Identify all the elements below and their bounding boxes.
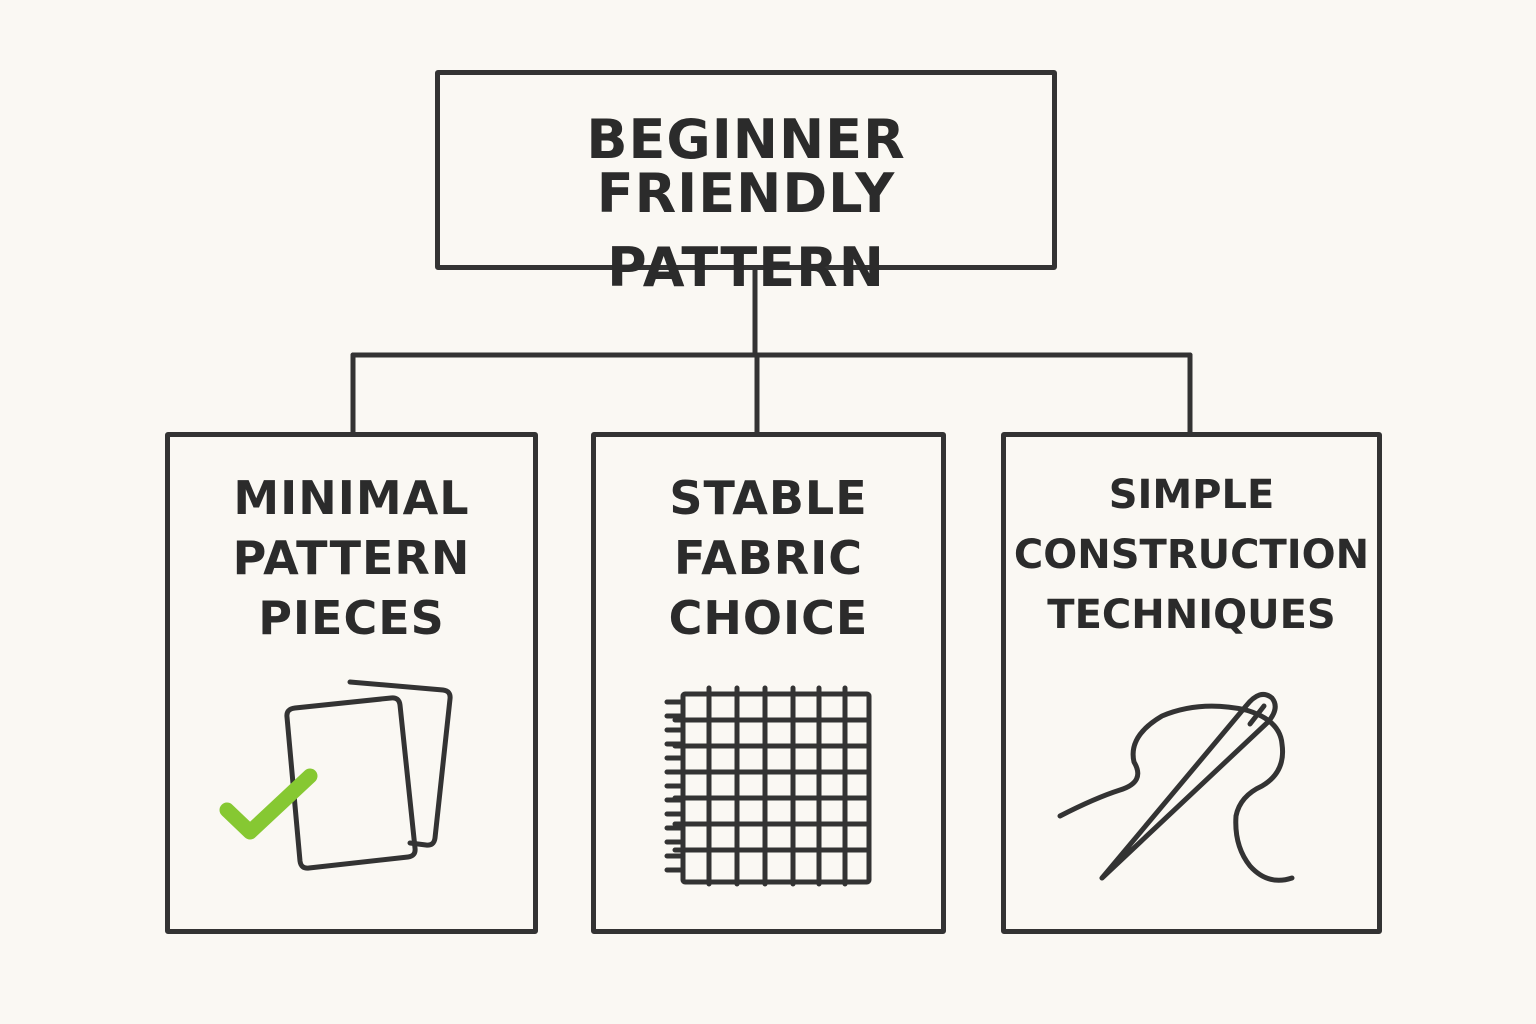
pattern-pieces-check-icon <box>219 679 453 871</box>
child-1-label-line-3: PIECES <box>258 591 445 645</box>
thread-line <box>1057 703 1295 883</box>
child-1-label-line-1: MINIMAL <box>233 471 470 525</box>
child-1-label-line-2: PATTERN <box>232 531 471 585</box>
child-2-label-line-3: CHOICE <box>668 591 869 645</box>
child-2-label: STABLE FABRIC CHOICE <box>596 475 941 655</box>
root-node-label: BEGINNER FRIENDLY PATTERN <box>440 113 1052 315</box>
child-node-minimal-pattern-pieces: MINIMAL PATTERN PIECES <box>165 432 538 934</box>
fabric-fringe <box>664 699 686 873</box>
child-3-label-line-1: SIMPLE <box>1108 472 1275 518</box>
woven-fabric-grid-icon <box>664 685 872 887</box>
check-mark <box>219 768 318 840</box>
child-2-label-line-1: STABLE <box>669 471 868 525</box>
child-3-label-line-3: TECHNIQUES <box>1047 592 1336 638</box>
root-node-box: BEGINNER FRIENDLY PATTERN <box>435 70 1057 295</box>
child-3-label: SIMPLE CONSTRUCTION TECHNIQUES <box>1006 475 1377 655</box>
child-1-label: MINIMAL PATTERN PIECES <box>170 475 533 655</box>
child-2-label-line-2: FABRIC <box>673 531 864 585</box>
child-3-label-line-2: CONSTRUCTION <box>1013 532 1370 578</box>
child-node-simple-construction-techniques: SIMPLE CONSTRUCTION TECHNIQUES <box>1001 432 1382 934</box>
child-node-stable-fabric-choice: STABLE FABRIC CHOICE <box>591 432 946 934</box>
fabric-weft-threads <box>672 717 872 853</box>
back-paper-sheet <box>347 679 453 848</box>
needle-and-thread-icon <box>1057 691 1295 883</box>
root-label-line-1: BEGINNER FRIENDLY <box>586 108 906 225</box>
needle-body <box>1099 691 1278 881</box>
root-label-line-2: PATTERN <box>607 236 885 299</box>
front-paper-sheet <box>284 695 418 871</box>
fabric-warp-threads <box>706 685 848 887</box>
